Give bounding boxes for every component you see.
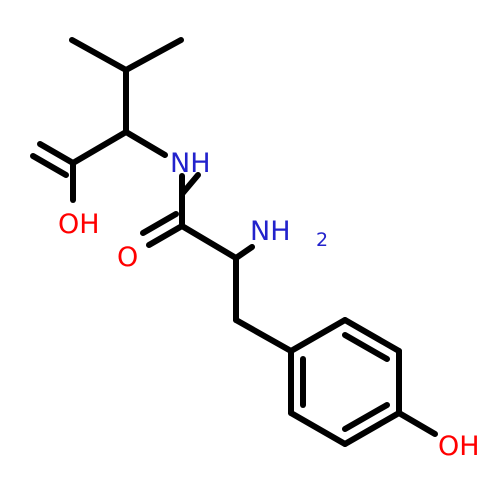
bond-ring-to-oh (396, 410, 438, 437)
atom-label-amide-o: O (117, 242, 138, 273)
atom-label-amide-nh: NH (170, 148, 211, 179)
bond-ch2-to-ring (233, 317, 294, 354)
bond-alpha-tyr-to-nh2 (233, 244, 255, 261)
ring-bond-5 (288, 410, 348, 447)
ring-inner-double-2 (342, 402, 390, 432)
atom-label-amine-nh2: NH (250, 216, 291, 247)
bond-amide-c-to-beta (179, 223, 239, 261)
bond-amide-double-a (146, 223, 185, 248)
atom-label-amine-subscript: 2 (316, 229, 328, 251)
ring-inner-double-1 (342, 332, 390, 362)
atom-label-carboxyl-oh: OH (58, 209, 100, 240)
bond-methyl-left (69, 37, 129, 73)
ring-bond-2 (342, 317, 402, 354)
bond-alpha-to-carboxyl-c (70, 129, 129, 166)
ring-bond-4 (342, 410, 402, 447)
bond-methyl-right (123, 37, 184, 73)
bond-amide-double-b (140, 211, 179, 236)
bond-carboxyl-double-a (37, 141, 76, 166)
bond-alpha-to-nh (123, 129, 168, 158)
ring-bond-1 (288, 317, 348, 354)
bond-carboxyl-double-b (30, 153, 69, 178)
atom-label-phenol-oh: OH (438, 431, 480, 462)
